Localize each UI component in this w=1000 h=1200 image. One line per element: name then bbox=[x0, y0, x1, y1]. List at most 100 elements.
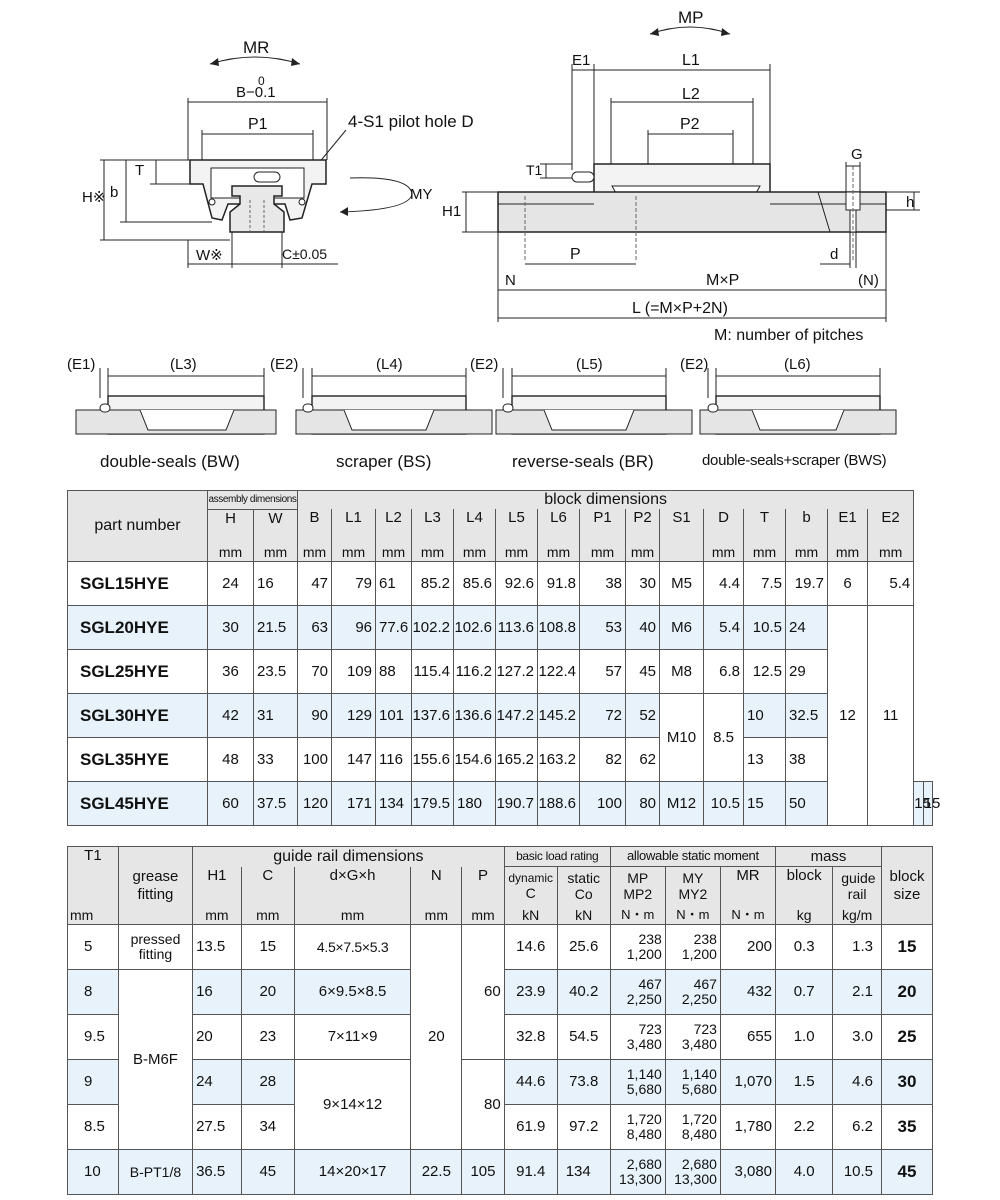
table-cell: 9 bbox=[67, 1059, 119, 1105]
col-l5: L5 bbox=[495, 509, 538, 544]
table-cell: 101 bbox=[375, 692, 412, 738]
table-cell: 91.4 bbox=[503, 1149, 558, 1195]
my-label: MY bbox=[682, 870, 704, 887]
table-cell: 92.6 bbox=[495, 560, 538, 606]
table-cell: 70 bbox=[297, 648, 332, 694]
mp-value: 1,720 bbox=[626, 1110, 662, 1127]
col-t: T bbox=[743, 509, 786, 544]
table-cell: 102.2 bbox=[411, 604, 454, 650]
table-cell: 165.2 bbox=[495, 736, 538, 782]
table-cell: 23.5 bbox=[253, 648, 298, 694]
table-cell: 14.6 bbox=[503, 924, 558, 970]
c-dyn-label: C bbox=[525, 884, 536, 901]
n-label: N bbox=[505, 272, 516, 289]
table-cell: 73.8 bbox=[556, 1059, 611, 1105]
mr-header: MR bbox=[719, 866, 777, 907]
table-cell: 154.6 bbox=[453, 736, 496, 782]
merged-p80-cell: 80 bbox=[461, 1059, 505, 1150]
table-cell: 136.6 bbox=[453, 692, 496, 738]
table-cell: 24 bbox=[207, 560, 254, 606]
grease-fitting-header: grease fitting bbox=[117, 846, 194, 925]
table-row: SGL35HYE 48 33 100 147 116 155.6 154.6 1… bbox=[67, 736, 933, 782]
table-cell: 15 bbox=[922, 780, 940, 826]
w-label: W※ bbox=[196, 247, 223, 264]
dgh-header: d×G×h bbox=[293, 866, 412, 907]
variant-caption-bw: double-seals (BW) bbox=[100, 452, 240, 471]
table-cell: M6 bbox=[659, 604, 704, 650]
t1-header: T1 bbox=[67, 846, 119, 907]
table-cell: 4.0 bbox=[775, 1149, 834, 1195]
variant-l-3: (L5) bbox=[576, 356, 603, 373]
h-label: H※ bbox=[82, 189, 106, 206]
table-cell: 7.5 bbox=[743, 560, 786, 606]
mp2-value: 5,680 bbox=[626, 1081, 662, 1097]
dynamic-label: dynamic bbox=[508, 871, 554, 886]
end-view-drawing bbox=[100, 56, 413, 268]
table-cell: 47 bbox=[297, 560, 332, 606]
table-cell: 12.5 bbox=[743, 648, 786, 694]
table-cell: 40 bbox=[625, 604, 660, 650]
n-header: N bbox=[410, 866, 463, 907]
part-number-cell: SGL20HYE bbox=[67, 604, 208, 650]
table-cell: 116.2 bbox=[453, 648, 496, 694]
unit-p2: mm bbox=[625, 543, 660, 562]
mp-label: MP bbox=[627, 870, 649, 887]
table-cell: 1.5 bbox=[775, 1059, 834, 1105]
table-cell: 29 bbox=[785, 648, 828, 694]
c-tolerance-label: C±0.05 bbox=[282, 246, 328, 262]
table-cell: 62 bbox=[625, 736, 660, 782]
col-e1: E1 bbox=[827, 509, 868, 544]
h1-header: H1 bbox=[192, 866, 242, 907]
table-cell: 10.5 bbox=[743, 604, 786, 650]
table-cell: 127.2 bbox=[495, 648, 538, 694]
table-cell: 33 bbox=[253, 736, 298, 782]
part-number-cell: SGL30HYE bbox=[67, 692, 208, 738]
table-cell: 32.8 bbox=[503, 1014, 558, 1060]
table-cell: 1,070 bbox=[719, 1059, 777, 1105]
my2-value: 8,480 bbox=[681, 1126, 717, 1142]
table-cell: 200 bbox=[719, 924, 777, 970]
block-size-cell: 15 bbox=[881, 924, 933, 970]
table-cell: 15 bbox=[240, 924, 295, 970]
my2-value: 3,480 bbox=[681, 1036, 717, 1052]
table-cell: 13.5 bbox=[192, 924, 242, 970]
p-header: P bbox=[461, 866, 505, 907]
l-formula-label: L (=M×P+2N) bbox=[632, 300, 728, 317]
table-cell: 147.2 bbox=[495, 692, 538, 738]
block-dimensions-table: part number assembly dimensions block di… bbox=[67, 490, 940, 826]
guide-rail-mass-header: guide rail bbox=[832, 866, 883, 907]
unit-l2: mm bbox=[375, 543, 412, 562]
b-height-label: b bbox=[110, 184, 119, 201]
table-cell: 96 bbox=[331, 604, 376, 650]
unit-l1: mm bbox=[331, 543, 376, 562]
unit-e2: mm bbox=[866, 543, 915, 562]
col-d: D bbox=[703, 509, 744, 544]
mp2-value: 3,480 bbox=[626, 1036, 662, 1052]
table-cell: 1,780 bbox=[719, 1104, 777, 1150]
t1-label: T1 bbox=[526, 162, 543, 178]
my2-label: MY2 bbox=[678, 885, 708, 902]
table-cell: 134 bbox=[556, 1149, 611, 1195]
unit-d: mm bbox=[703, 543, 744, 562]
mp2-value: 1,200 bbox=[626, 946, 662, 962]
col-b-small: b bbox=[785, 509, 828, 544]
table-cell: 3.0 bbox=[832, 1014, 883, 1060]
table-cell: 655 bbox=[719, 1014, 777, 1060]
unit-my: N・m bbox=[664, 906, 721, 925]
table-cell: 13 bbox=[743, 736, 786, 782]
table-cell: 102.6 bbox=[453, 604, 496, 650]
unit-dgh: mm bbox=[293, 906, 412, 925]
table-cell: M12 bbox=[659, 780, 704, 826]
table-cell: 61.9 bbox=[503, 1104, 558, 1150]
col-l1: L1 bbox=[331, 509, 376, 544]
unit-t1: mm bbox=[67, 906, 119, 925]
unit-p: mm bbox=[461, 906, 505, 925]
table-cell: 23 bbox=[240, 1014, 295, 1060]
unit-l5: mm bbox=[495, 543, 538, 562]
merged-s1-cell: M10 bbox=[659, 692, 704, 782]
table-cell: 5 bbox=[67, 924, 119, 970]
co-label: Co bbox=[574, 885, 593, 902]
table-cell: 44.6 bbox=[503, 1059, 558, 1105]
